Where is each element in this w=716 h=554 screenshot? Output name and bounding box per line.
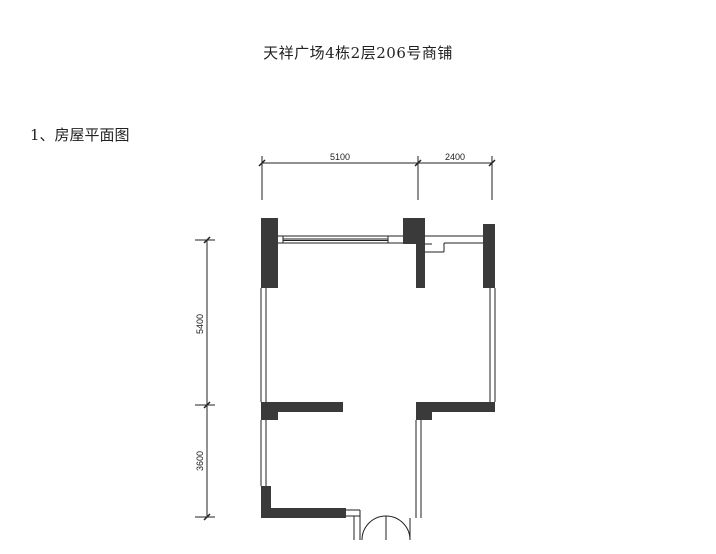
section-heading: 1、房屋平面图 [30, 126, 130, 144]
walls [261, 218, 495, 518]
dimension-label-2400: 2400 [445, 152, 465, 162]
dimension-label-5100: 5100 [330, 152, 350, 162]
wall-right-partition-corner [416, 402, 432, 420]
wall-bottom-left-column [261, 486, 271, 518]
wall-column-top-left [261, 218, 278, 288]
wall-column-top-middle [403, 218, 425, 244]
wall-column-top-right [483, 224, 495, 288]
dimension-label-3600: 3600 [195, 451, 205, 471]
wall-bottom [261, 508, 346, 518]
wall-right-partition [416, 402, 495, 412]
door-swing-right [385, 515, 411, 541]
wall-left-partition [261, 402, 343, 412]
page-title: 天祥广场4栋2层206号商铺 [263, 44, 453, 62]
wall-column-middle-stub [416, 244, 425, 288]
left-dimension [195, 236, 215, 521]
door-swing-left [361, 515, 387, 541]
wall-left-partition-corner [261, 402, 278, 420]
dimension-label-5400: 5400 [195, 314, 205, 334]
top-dimension [258, 156, 496, 200]
entrance-door [361, 515, 411, 541]
thin-walls [260, 235, 496, 540]
